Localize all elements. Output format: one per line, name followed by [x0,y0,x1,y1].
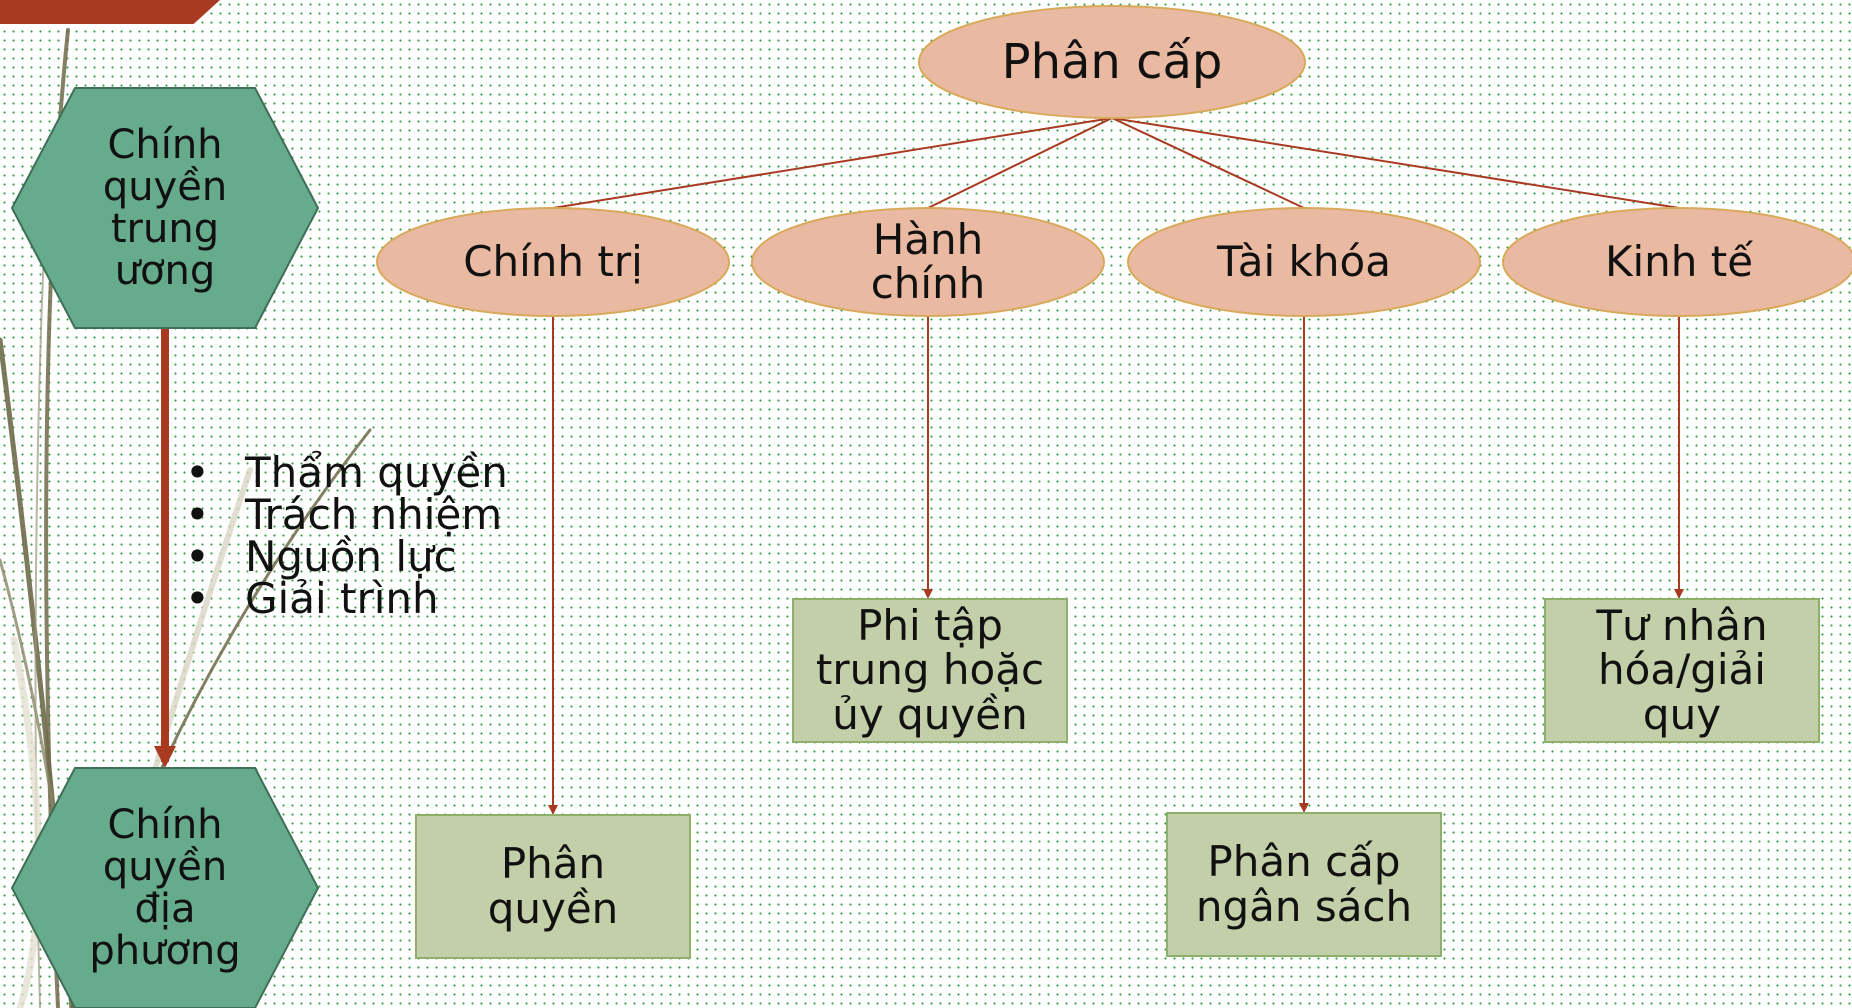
ellipse-chinh-tri [376,207,730,317]
list-item: Trách nhiệm [183,494,508,537]
decentralization-aspects-list: Thẩm quyền Trách nhiệm Nguồn lực Giải tr… [183,452,508,621]
connector-root-kinh-te [1111,117,1680,209]
root-ellipse [918,5,1306,119]
box-phi-tap-trung [792,598,1068,743]
list-item: Thẩm quyền [183,452,508,495]
connector-root-hanh-chinh [927,117,1113,209]
hexagon-central-government [10,87,320,329]
box-phan-quyen [415,814,691,959]
connector-root-tai-khoa [1111,117,1305,209]
corner-accent-tab [0,0,220,24]
ellipse-hanh-chinh [751,207,1105,317]
ellipse-tai-khoa [1127,207,1481,317]
box-tu-nhan-hoa [1544,598,1820,743]
tree-connectors [548,117,1684,815]
box-phan-cap-ngan-sach [1166,812,1442,957]
connector-root-chinh-tri [552,117,1113,209]
list-item: Giải trình [183,578,508,621]
hexagon-local-government [10,767,320,1008]
list-item: Nguồn lực [183,536,508,579]
ellipse-kinh-te [1502,207,1852,317]
